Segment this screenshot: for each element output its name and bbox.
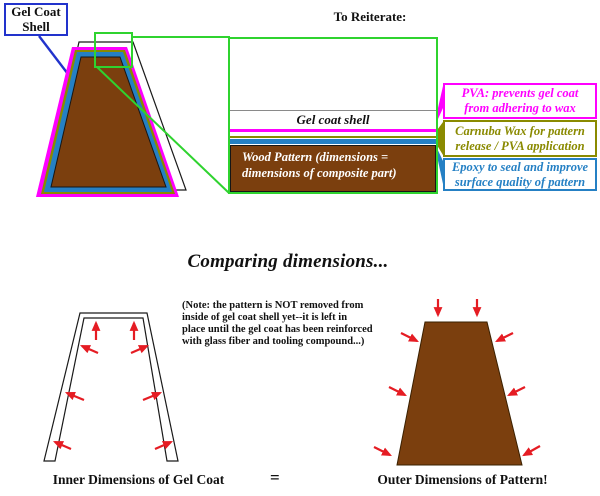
epoxy-label-text: Epoxy to seal and improve surface qualit… — [451, 159, 589, 189]
pva-label-box: PVA: prevents gel coat from adhering to … — [443, 83, 597, 119]
wax-label-text: Carnuba Wax for pattern release / PVA ap… — [455, 123, 585, 153]
wood-pattern-solid-shape — [396, 321, 523, 466]
arrow-in-right — [373, 446, 392, 456]
note-line: (Note: the pattern is NOT removed from — [182, 300, 364, 311]
inner-dimensions-caption: Inner Dimensions of Gel Coat — [52, 472, 225, 487]
note-line: place until the gel coat has been reinfo… — [182, 324, 373, 335]
arrow-out-right — [142, 391, 163, 402]
zoom-source-rect — [94, 32, 133, 68]
zoom-leader-diagonal — [96, 66, 230, 194]
gel-coat-shell-callout-label: Gel Coat Shell — [11, 4, 61, 34]
epoxy-strip — [230, 139, 436, 144]
arrow-in-right — [400, 332, 419, 342]
arrow-in-left — [507, 386, 526, 396]
epoxy-label-box: Epoxy to seal and improve surface qualit… — [443, 158, 597, 191]
outward-arrows — [52, 320, 174, 451]
inset-zoom-box: Gel coat shell Wood Pattern (dimensions … — [228, 37, 438, 194]
gel-coat-divider-line — [230, 110, 436, 111]
equals-sign: = — [270, 468, 280, 487]
note-line: inside of gel coat shell yet--it is left… — [182, 312, 348, 323]
zoom-callout — [94, 32, 230, 194]
arrow-in-left — [522, 445, 541, 457]
comparing-dimensions-heading: Comparing dimensions... — [187, 251, 389, 272]
note-line: with glass fiber and tooling compound...… — [182, 336, 365, 347]
arrow-out-right — [154, 440, 174, 451]
page-title: To Reiterate: — [333, 9, 407, 24]
gel-coat-shell-outline-shape — [43, 312, 179, 462]
inward-arrows — [373, 299, 541, 457]
layered-pattern-figure — [36, 41, 187, 197]
pva-strip — [230, 129, 436, 132]
arrow-in-right — [388, 386, 407, 396]
wood-pattern-label: Wood Pattern (dimensions = dimensions of… — [242, 150, 397, 180]
gel-coat-shell-inset-label: Gel coat shell — [296, 112, 370, 127]
arrow-out-left — [52, 440, 72, 451]
wood-pattern-box: Wood Pattern (dimensions = dimensions of… — [230, 145, 436, 192]
arrow-out-left — [64, 391, 85, 402]
wood-pattern-layer — [50, 56, 167, 188]
note-text: (Note: the pattern is NOT removed from i… — [182, 300, 412, 348]
gel-coat-shell-callout: Gel Coat Shell — [4, 3, 68, 36]
arrow-in-left — [495, 332, 514, 342]
outer-dimensions-caption: Outer Dimensions of Pattern! — [377, 472, 548, 487]
wax-label-box: Carnuba Wax for pattern release / PVA ap… — [443, 120, 597, 157]
callout-line — [38, 35, 72, 79]
arrow-out-right — [130, 344, 150, 355]
arrow-out-left — [79, 344, 99, 355]
pva-label-text: PVA: prevents gel coat from adhering to … — [461, 86, 579, 115]
wax-strip — [230, 136, 436, 138]
